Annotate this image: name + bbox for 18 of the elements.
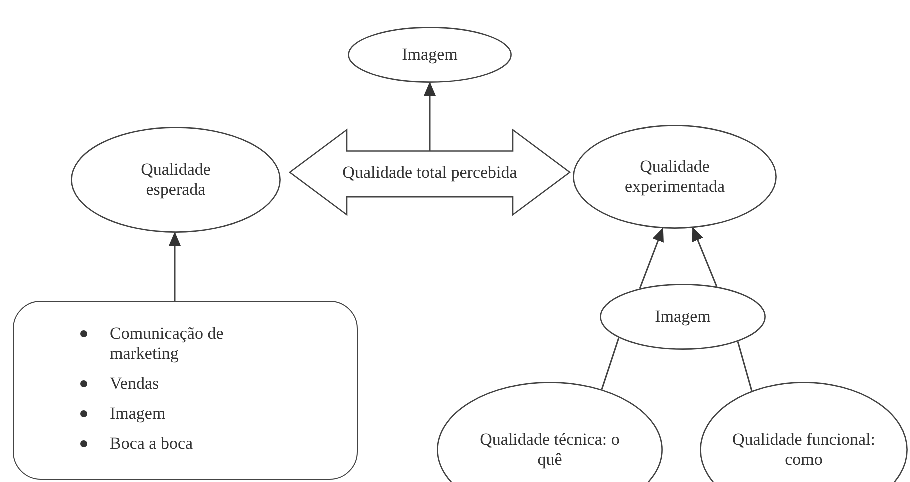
node-label: Qualidade total percebida — [342, 162, 518, 182]
connector-line — [737, 342, 753, 392]
list-item: Comunicação de marketing — [110, 324, 225, 364]
node-label: Qualidade funcional: como — [731, 430, 877, 470]
arrow — [169, 232, 181, 301]
arrow — [424, 82, 436, 152]
node-label: Imagem — [655, 307, 711, 327]
list-item: Vendas — [110, 374, 160, 394]
list-item: Imagem — [110, 404, 166, 424]
list-item: Boca a boca — [110, 434, 194, 454]
arrow — [692, 227, 718, 288]
connector-line — [601, 338, 620, 390]
node-label: Qualidade esperada — [140, 160, 212, 200]
node-label: Imagem — [402, 45, 458, 65]
node-label: Qualidade experimentada — [624, 157, 726, 197]
node-label: Qualidade técnica: o quê — [480, 430, 620, 470]
rounded-box — [13, 301, 358, 480]
arrow — [639, 228, 664, 290]
